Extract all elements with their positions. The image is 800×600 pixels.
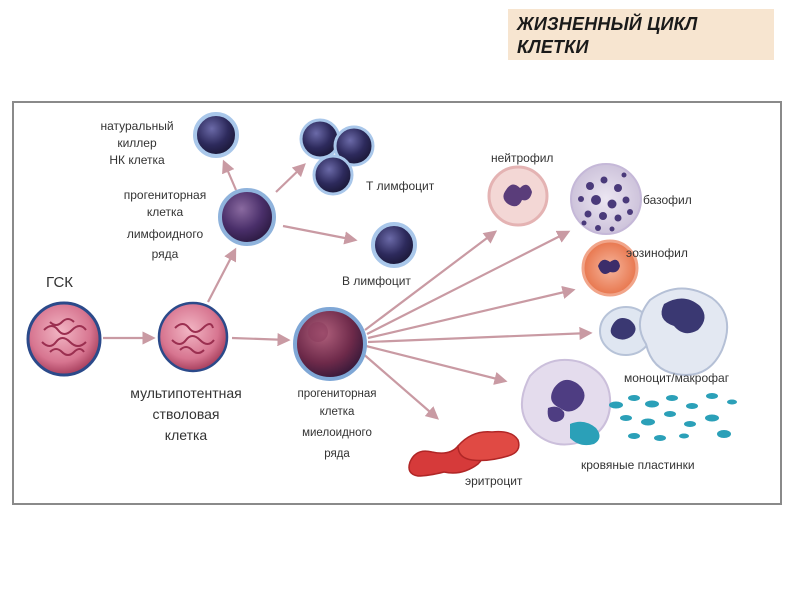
label-myeloid-progenitor-line3: миелоидного: [302, 427, 372, 439]
arrow-lymphoid-to-t: [275, 163, 306, 193]
label-myeloid-progenitor-line2: клетка: [320, 406, 355, 418]
label-lymphoid-progenitor-line2: клетка: [147, 205, 184, 219]
label-myeloid-progenitor-line1: прогениторная: [297, 388, 376, 400]
title-line-2: КЛЕТКИ: [517, 37, 589, 57]
arrow-myeloid-to-basophil: [366, 230, 571, 335]
label-erythrocyte: эритроцит: [465, 474, 523, 488]
label-nk-line1: натуральный: [100, 119, 173, 133]
b-lymphocyte-cell: [371, 222, 417, 268]
t-lymphocyte-cells: [299, 118, 375, 196]
arrow-multipotent-to-lymphoid: [207, 247, 237, 303]
arrow-myeloid-to-erythrocyte: [360, 351, 439, 420]
label-basophil: базофил: [643, 193, 692, 207]
label-t-lymphocyte: Т лимфоцит: [366, 179, 435, 193]
megakaryocyte-and-platelets: [520, 358, 737, 446]
label-multipotent-line3: клетка: [165, 427, 208, 443]
label-myeloid-progenitor-line4: ряда: [324, 448, 350, 460]
label-eosinophil: эозинофил: [626, 246, 688, 260]
myeloid-progenitor-cell: [293, 307, 367, 381]
label-gsk: ГСК: [46, 274, 73, 291]
labels: натуральный киллер НК клетка прогениторн…: [46, 119, 730, 488]
arrow-multipotent-to-myeloid: [231, 333, 291, 347]
label-nk-line2: киллер: [117, 136, 157, 150]
arrow-myeloid-to-monocyte: [367, 326, 593, 344]
label-lymphoid-progenitor-line1: прогениторная: [124, 188, 206, 202]
title-line-1: ЖИЗНЕННЫЙ ЦИКЛ: [517, 14, 698, 34]
arrows: [103, 159, 593, 420]
arrow-myeloid-to-eosinophil: [367, 285, 576, 340]
arrow-lymphoid-to-b: [282, 224, 358, 245]
label-nk-line3: НК клетка: [109, 153, 165, 167]
hsc-cell: [26, 301, 102, 377]
arrow-lymphoid-to-nk: [222, 159, 238, 191]
label-lymphoid-progenitor-line4: ряда: [152, 247, 179, 261]
multipotent-stem-cell: [157, 301, 229, 373]
label-multipotent-line1: мультипотентная: [130, 385, 241, 401]
neutrophil-cell: [487, 165, 549, 227]
eosinophil-cell: [581, 239, 639, 297]
label-platelets: кровяные пластинки: [581, 458, 695, 472]
nk-cell: [193, 112, 239, 158]
arrow-myeloid-to-neutrophil: [364, 230, 498, 331]
label-neutrophil: нейтрофил: [491, 151, 553, 165]
label-monocyte-macrophage: моноцит/макрофаг: [624, 371, 730, 385]
label-lymphoid-progenitor-line3: лимфоидного: [127, 227, 204, 241]
arrow-myeloid-to-platelets: [365, 344, 508, 385]
label-b-lymphocyte: В лимфоцит: [342, 274, 411, 288]
lymphoid-progenitor-cell: [218, 188, 276, 246]
basophil-cell: [570, 163, 642, 235]
erythrocyte-cells: [408, 430, 520, 477]
label-multipotent-line2: стволовая: [153, 406, 220, 422]
title-box: ЖИЗНЕННЫЙ ЦИКЛ КЛЕТКИ: [508, 9, 774, 60]
monocyte-macrophage-cells: [599, 287, 729, 376]
